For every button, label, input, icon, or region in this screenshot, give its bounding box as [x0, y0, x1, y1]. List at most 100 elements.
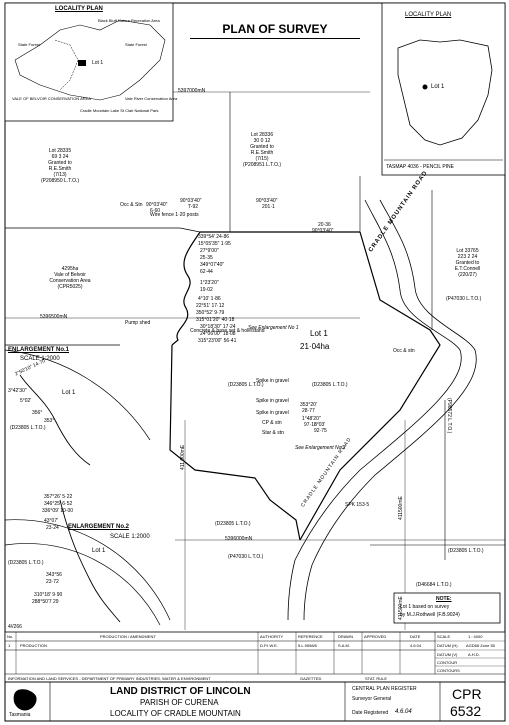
enlargement2-bearing: 23·72	[46, 579, 59, 585]
side-label: DATUM (H)	[437, 643, 458, 648]
enlargement1-bearing: 5°02'	[20, 398, 32, 404]
distance-label: 20·36	[318, 222, 331, 228]
enlargement-ref: See Enlargement No 2	[295, 445, 346, 451]
distance-label: 6·60	[150, 208, 161, 214]
locality-left-label: Vale River Conservation Area	[125, 96, 178, 101]
revision-table	[4, 631, 506, 683]
locality-left-label: Cradle Mountain Lake St Clair National P…	[80, 108, 159, 113]
annotation: Occ & Stn	[120, 202, 143, 208]
distance-label: T-92	[188, 204, 199, 210]
locality-left-lot-marker	[78, 60, 86, 66]
enlargement2-scale: SCALE 1:2000	[110, 534, 150, 540]
annotation: Spike in gravel	[256, 378, 289, 384]
parcel-d23805: (D23805 L.T.O.)	[312, 382, 348, 388]
table-cell: PRODUCTION	[20, 643, 47, 648]
grid-label-n: 5397000mN	[178, 88, 206, 94]
grid-label-n: 5396500mN	[40, 314, 68, 320]
bearing-label: 90°03'40"	[146, 202, 168, 208]
side-value: AGD66 Zone 55	[466, 643, 495, 648]
bearing-label: 350°52' 9·79	[196, 310, 225, 316]
side-label: SCALE	[437, 634, 451, 639]
land-district: LAND DISTRICT OF LINCOLN	[110, 686, 251, 697]
side-value: A.H.D.	[468, 652, 480, 657]
bearing-label: 315°23'00" 56·41	[198, 338, 237, 344]
plan-code: CPR	[452, 686, 482, 702]
bearing-label: 90°03'40"	[256, 198, 278, 204]
note-line: Lot 1 based on survey	[400, 604, 450, 610]
bearing-label: 315°01'20" 40·18	[196, 317, 235, 323]
bearing-label: 353°20'	[300, 402, 317, 408]
grid-label-n: 5396000mN	[225, 536, 253, 542]
annotation: Occ & stn	[393, 348, 415, 354]
bearing-label: 24°06'00" 18·08	[200, 331, 236, 337]
title-underline	[190, 38, 360, 39]
date-registered: 4.6.04	[395, 709, 412, 715]
lot-area: 21·04ha	[300, 342, 330, 351]
locality-right-lot-marker	[422, 84, 428, 90]
table-header: AUTHORITY	[260, 634, 284, 639]
boundary-north-left	[5, 227, 201, 233]
bearing-label: 27°9'00"	[200, 248, 219, 254]
road-edge-east	[303, 199, 477, 621]
enlargement1-bearing: 353°	[44, 418, 55, 424]
table-header: PRODUCTION / AMENDMENT	[100, 634, 156, 639]
enlargement2-bearing: 357°26' 5·22	[44, 494, 73, 500]
distance-label: 62·44	[200, 269, 213, 275]
enlargement2-bearing: 288°50'7 29	[32, 599, 59, 605]
side-value: 1 : 4000	[468, 634, 483, 639]
enlargement1-bearing: 3°42'30"	[8, 388, 27, 394]
enlargement-ref: See Enlargement No 1	[248, 325, 299, 331]
date-registered-label: Date Registered	[352, 710, 389, 716]
parcel-p98572: (P98572 L.T.O.)	[446, 398, 452, 434]
bearing-label: 1°23'20"	[200, 280, 219, 286]
enlargement1-scale: SCALE 1:2000	[20, 356, 60, 362]
locality-left-conservation-outline	[14, 19, 166, 101]
side-label: CONTOUR	[437, 660, 458, 665]
lot-name: Lot 1	[310, 329, 328, 338]
annotation: Pump shed	[125, 320, 151, 326]
annotation: Spike in gravel	[256, 410, 289, 416]
enlargement2-bearing: 43°07'	[44, 518, 59, 524]
enlargement2-boundary	[59, 499, 121, 623]
annotation: SPK 153·5	[345, 502, 370, 508]
plan-border	[4, 2, 506, 722]
enlargement2-arc-outer	[4, 519, 171, 621]
annotation: Star & stn	[262, 430, 284, 436]
enlargement2-bearing: 346°25' 6·52	[44, 501, 73, 507]
grid-label-e: 411 000mE	[180, 444, 186, 470]
table-header: DRAWN	[338, 634, 353, 639]
note-box	[393, 592, 501, 624]
enlargement1-bearing: 356°	[32, 410, 43, 416]
locality-left-lot-label: Lot 1	[92, 60, 104, 66]
enlargement2-bearing: 336°09' 10·00	[42, 508, 74, 514]
parcel-p47030: (P47030 L.T.O.)	[446, 296, 482, 302]
locality-left-label: State Forest	[125, 42, 147, 47]
locality-plan-right-frame	[381, 2, 506, 176]
parcel-d23805: (D23805 L.T.O.)	[228, 382, 264, 388]
table-cell: 1	[8, 643, 11, 648]
enlargement2-bearing: 310°18' 9·90	[34, 592, 63, 598]
parcel-d46684: (D46684 L.T.O.)	[416, 582, 452, 588]
table-header: APPROVED	[364, 634, 387, 639]
bearing-label: 1°48'20"	[302, 416, 321, 422]
locality: LOCALITY OF CRADLE MOUNTAIN	[110, 709, 241, 718]
locality-left-road	[54, 39, 79, 91]
bearing-label: 22°51' 17·12	[196, 303, 225, 309]
annotation: Concrete & base set & hole/stand	[190, 328, 265, 334]
surveyor-general: Surveyor General	[352, 696, 392, 702]
sheet-ref: 4//266	[8, 624, 22, 630]
table-cell: 5.L.9598/6	[298, 643, 317, 648]
enlargement1-ref: (D23805 L.T.O.)	[10, 425, 46, 431]
bearing-label: 349°07'40"	[200, 262, 225, 268]
annotation: CP & stn	[262, 420, 282, 426]
tasmania-outline	[397, 39, 493, 146]
parcel-d23805: (D23805 L.T.O.)	[448, 548, 484, 554]
table-cell: S.A.M.	[338, 643, 351, 648]
distance-label: 92·75	[314, 428, 327, 434]
table-header: DATE	[410, 634, 421, 639]
